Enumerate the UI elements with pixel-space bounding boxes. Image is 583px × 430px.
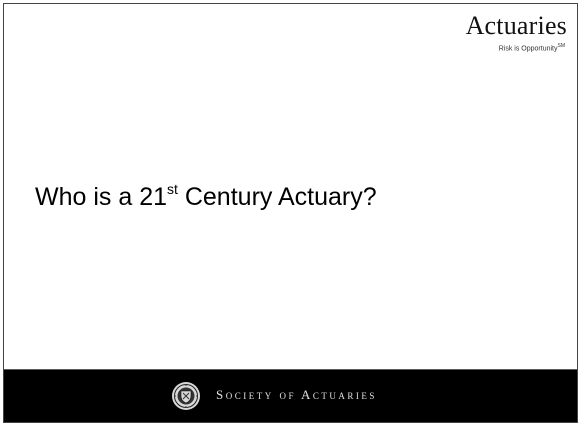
logo-tagline-text: Risk is Opportunity (498, 45, 558, 53)
slide-title-start: Who is a 21 (35, 183, 168, 211)
slide: Actuaries Risk is OpportunitySM Who is a… (3, 3, 578, 423)
logo-tagline: Risk is OpportunitySM (466, 42, 565, 53)
slide-title-end: Century Actuary? (177, 183, 377, 211)
footer-bar: Society of Actuaries (4, 369, 577, 422)
organization-name: Society of Actuaries (216, 387, 377, 402)
footer-divider (4, 369, 577, 370)
slide-title-ordinal: st (167, 180, 178, 197)
logo-trademark: SM (557, 43, 566, 49)
actuaries-logo: Actuaries Risk is OpportunitySM (466, 13, 567, 53)
slide-title: Who is a 21st Century Actuary? (35, 182, 377, 212)
logo-wordmark: Actuaries (465, 11, 567, 40)
soa-seal-icon (172, 382, 200, 410)
